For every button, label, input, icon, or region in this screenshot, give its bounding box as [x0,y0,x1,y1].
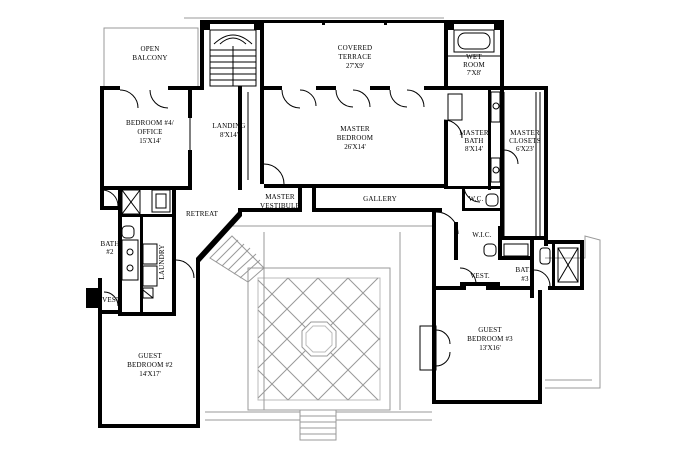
svg-text:WET: WET [466,53,482,61]
room-wc: W.C. [469,195,484,203]
svg-text:VEST.: VEST. [102,296,122,304]
room-bedroom-4: BEDROOM #4/ OFFICE 15'X14' [126,119,174,145]
room-guest-bedroom-3: GUEST BEDROOM #3 13'X16' [467,326,513,352]
svg-text:MASTER: MASTER [459,129,489,137]
svg-text:BEDROOM #2: BEDROOM #2 [127,361,173,369]
svg-text:VEST.: VEST. [470,272,490,280]
svg-text:BATH: BATH [100,240,119,248]
svg-text:LAUNDRY: LAUNDRY [158,244,166,279]
room-master-bath: MASTER BATH 8'X14' [459,129,489,153]
svg-text:14'X17': 14'X17' [139,370,161,378]
svg-text:BEDROOM #3: BEDROOM #3 [467,335,513,343]
courtyard [103,17,601,441]
room-open-balcony: OPEN BALCONY [132,45,167,62]
room-bath-3: BATH #3 [515,266,534,283]
svg-text:BATH: BATH [515,266,534,274]
svg-text:OPEN: OPEN [140,45,159,53]
svg-text:MASTER: MASTER [265,193,295,201]
svg-text:BEDROOM #4/: BEDROOM #4/ [126,119,174,127]
svg-text:CLOSETS: CLOSETS [509,137,541,145]
room-master-vestibule: MASTER VESTIBULE [260,193,300,210]
svg-text:GUEST: GUEST [478,326,502,334]
svg-text:#2: #2 [106,248,114,256]
bathtub-icon [448,29,500,57]
svg-text:BATH: BATH [464,137,483,145]
room-gallery: GALLERY [363,195,397,203]
svg-text:8'X14': 8'X14' [220,131,238,139]
room-master-closets: MASTER CLOSETS 6'X23' [509,129,541,153]
svg-text:GUEST: GUEST [138,352,162,360]
svg-text:BEDROOM: BEDROOM [337,134,374,142]
svg-text:6'X23': 6'X23' [516,145,534,153]
svg-text:VESTIBULE: VESTIBULE [260,202,300,210]
svg-text:RETREAT: RETREAT [186,210,219,218]
room-wet-room: WET ROOM 7'X8' [463,53,485,77]
svg-text:ROOM: ROOM [463,61,485,69]
svg-text:#3: #3 [521,275,529,283]
room-vest-right: VEST. [470,272,490,280]
svg-text:27'X9': 27'X9' [346,62,364,70]
fountain-octagon [301,321,337,357]
room-master-bedroom: MASTER BEDROOM 26'X14' [337,125,374,151]
svg-text:MASTER: MASTER [510,129,540,137]
room-covered-terrace: COVERED TERRACE 27'X9' [338,44,372,70]
svg-text:W.I.C.: W.I.C. [472,231,491,239]
room-retreat: RETREAT [186,210,219,218]
svg-text:13'X16': 13'X16' [479,344,501,352]
walls [86,20,584,428]
svg-text:TERRACE: TERRACE [338,53,371,61]
svg-text:15'X14': 15'X14' [139,137,161,145]
svg-text:COVERED: COVERED [338,44,372,52]
svg-text:BALCONY: BALCONY [132,54,167,62]
svg-text:8'X14': 8'X14' [465,145,483,153]
svg-text:OFFICE: OFFICE [137,128,162,136]
room-wic: W.I.C. [472,231,491,239]
stair [209,29,257,87]
svg-text:7'X8': 7'X8' [467,69,482,77]
room-bath-2: BATH #2 [100,240,119,256]
svg-text:MASTER: MASTER [340,125,370,133]
room-laundry: LAUNDRY [158,244,166,279]
room-guest-bedroom-2: GUEST BEDROOM #2 14'X17' [127,352,173,378]
room-landing: LANDING 8'X14' [212,122,245,139]
room-vest-left: VEST. [102,296,122,304]
svg-text:W.C.: W.C. [469,195,484,203]
details [101,29,579,371]
svg-text:GALLERY: GALLERY [363,195,397,203]
svg-text:LANDING: LANDING [212,122,245,130]
svg-text:26'X14': 26'X14' [344,143,366,151]
